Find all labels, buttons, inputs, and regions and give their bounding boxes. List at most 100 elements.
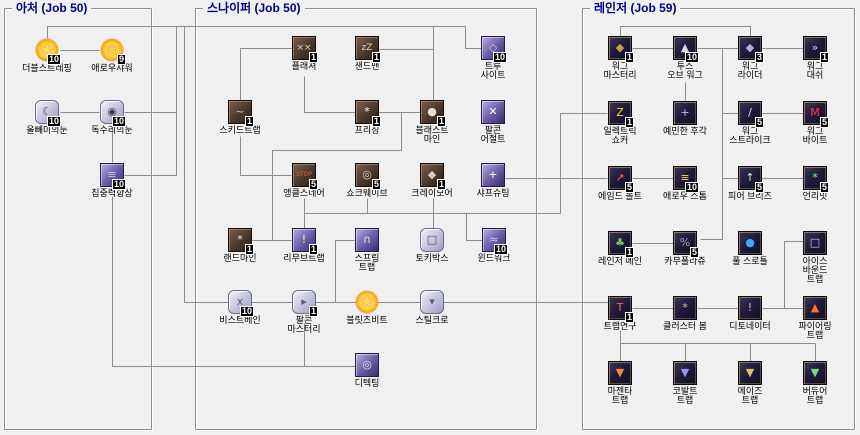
skill-label: 예민한 후각	[663, 126, 707, 136]
skill-label: 일렉트릭 쇼커	[603, 126, 637, 145]
skill-magenta-trap[interactable]: ▼마젠타 트랩	[608, 361, 632, 405]
cluster-bomb-glyph: *	[682, 301, 688, 314]
firing-trap-glyph: ▲	[810, 301, 820, 314]
skill-level-badge: 1	[371, 52, 381, 63]
skill-detonator[interactable]: ! 디토네이터	[729, 296, 771, 331]
talkie-box-glyph: □	[426, 233, 438, 246]
unlimit-glyph: *	[812, 171, 818, 184]
skill-maze-trap[interactable]: ▼메이즈 트랩	[738, 361, 762, 405]
connector-line	[47, 26, 482, 49]
sharp-shooting-glyph: +	[488, 168, 498, 181]
skill-level-badge: 5	[624, 182, 634, 193]
warg-strike-glyph: /	[748, 106, 752, 119]
spring-trap-glyph: ∩	[362, 233, 372, 246]
skill-label: 클러스터 봄	[663, 321, 707, 331]
skill-level-badge: 1	[436, 116, 446, 127]
skill-label: 투스 오브 워그	[667, 61, 703, 80]
detecting-icon: ◎	[355, 353, 379, 377]
skill-label: 더블스트레핑	[22, 63, 72, 73]
skill-label: 카무플라쥬	[664, 256, 706, 266]
trap-research-glyph: T	[616, 301, 624, 314]
skill-label: 버듀어 트랩	[802, 386, 828, 405]
skill-cluster-bomb[interactable]: * 클러스터 봄	[663, 296, 707, 331]
remove-trap-glyph: !	[301, 233, 307, 246]
skill-blitz-beat[interactable]: ★블릿츠비트	[346, 290, 388, 325]
group-box-sniper: 스나이퍼 (Job 50)	[195, 1, 537, 430]
electric-shocker-glyph: Z	[616, 106, 624, 119]
skill-falcon-assault[interactable]: ✕팔콘 어절트	[481, 100, 505, 144]
skill-detecting[interactable]: ◎디텍팅	[355, 353, 379, 388]
blitz-beat-icon: ★	[355, 290, 379, 314]
skill-label: 비스트베인	[219, 315, 261, 325]
skill-sharp-shooting[interactable]: +샤프슈팅	[476, 163, 510, 198]
skill-cobalt-trap[interactable]: ▼코발트 트랩	[673, 361, 697, 405]
skill-label: 샌드맨	[354, 61, 380, 71]
cobalt-trap-icon: ▼	[673, 361, 697, 385]
skill-level-badge: 9	[116, 54, 126, 65]
skill-full-throttle[interactable]: ●풀 스로틀	[732, 231, 768, 266]
firing-trap-icon: ▲	[803, 296, 827, 320]
skill-label: 디토네이터	[729, 321, 771, 331]
skill-label: 블래스트 마인	[415, 125, 449, 144]
skill-label: 플래셔	[291, 61, 317, 71]
magenta-trap-icon: ▼	[608, 361, 632, 385]
skill-sensitive-keen[interactable]: +예민한 후각	[663, 101, 707, 136]
skill-level-badge: 5	[754, 117, 764, 128]
skill-steal-crow[interactable]: ▾스틸크로	[415, 290, 449, 325]
skill-label: 워그 마스터리	[603, 61, 637, 80]
detonator-glyph: !	[747, 301, 753, 314]
skill-firing-trap[interactable]: ▲파이어링 트랩	[798, 296, 832, 340]
skill-label: 애로우샤워	[91, 63, 133, 73]
skill-label: 트루 사이트	[480, 61, 506, 80]
skill-icebound-trap[interactable]: □아이스 바운드 트랩	[803, 231, 827, 284]
magenta-trap-glyph: ▼	[615, 366, 625, 379]
skill-level-badge: 5	[754, 182, 764, 193]
skill-label: 트랩연구	[603, 321, 637, 331]
skill-label: 아이스 바운드 트랩	[802, 256, 828, 284]
skill-verdure-trap[interactable]: ▼버듀어 트랩	[803, 361, 827, 405]
skill-level-badge: 1	[624, 117, 634, 128]
skill-spring-trap[interactable]: ∩스프링 트랩	[355, 228, 379, 272]
connector-line	[240, 136, 292, 176]
skill-label: 올빼미의눈	[26, 125, 68, 135]
skill-talkie-box[interactable]: □토키박스	[415, 228, 449, 263]
connector-line	[620, 26, 751, 37]
skill-label: 에임드 볼트	[598, 191, 642, 201]
group-box-ranger: 레인저 (Job 59)	[582, 1, 855, 430]
